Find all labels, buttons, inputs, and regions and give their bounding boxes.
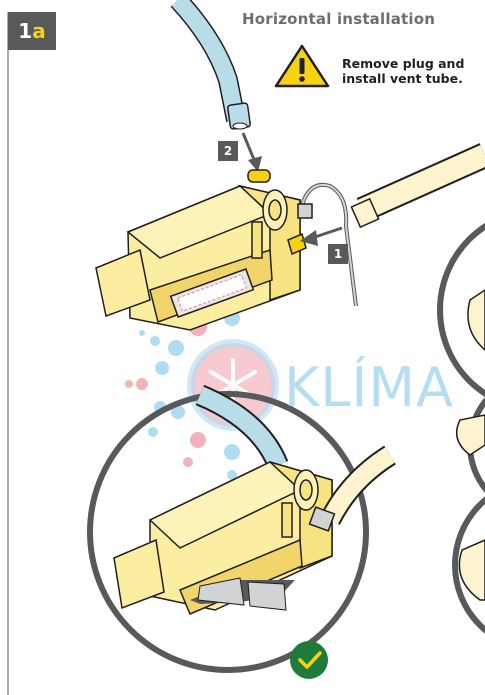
step-number: 1 bbox=[18, 19, 32, 43]
callout-1: 1 bbox=[328, 244, 348, 264]
arrow-2 bbox=[243, 133, 262, 172]
pump-body-top bbox=[96, 170, 306, 330]
page-title: Horizontal installation bbox=[242, 10, 435, 28]
warning-line-1: Remove plug and bbox=[342, 56, 482, 71]
step-letter: a bbox=[32, 19, 46, 43]
drain-hose-top bbox=[351, 155, 485, 227]
callout-2: 2 bbox=[218, 141, 238, 161]
warning-triangle-icon bbox=[276, 46, 328, 86]
check-mark-icon bbox=[290, 641, 328, 679]
detail-circle-main bbox=[90, 394, 390, 670]
warning-text: Remove plug and install vent tube. bbox=[342, 56, 482, 86]
warning-line-2: install vent tube. bbox=[342, 71, 482, 86]
vent-tube-top bbox=[178, 0, 251, 129]
watermark-text: KLÍMA bbox=[284, 356, 454, 419]
